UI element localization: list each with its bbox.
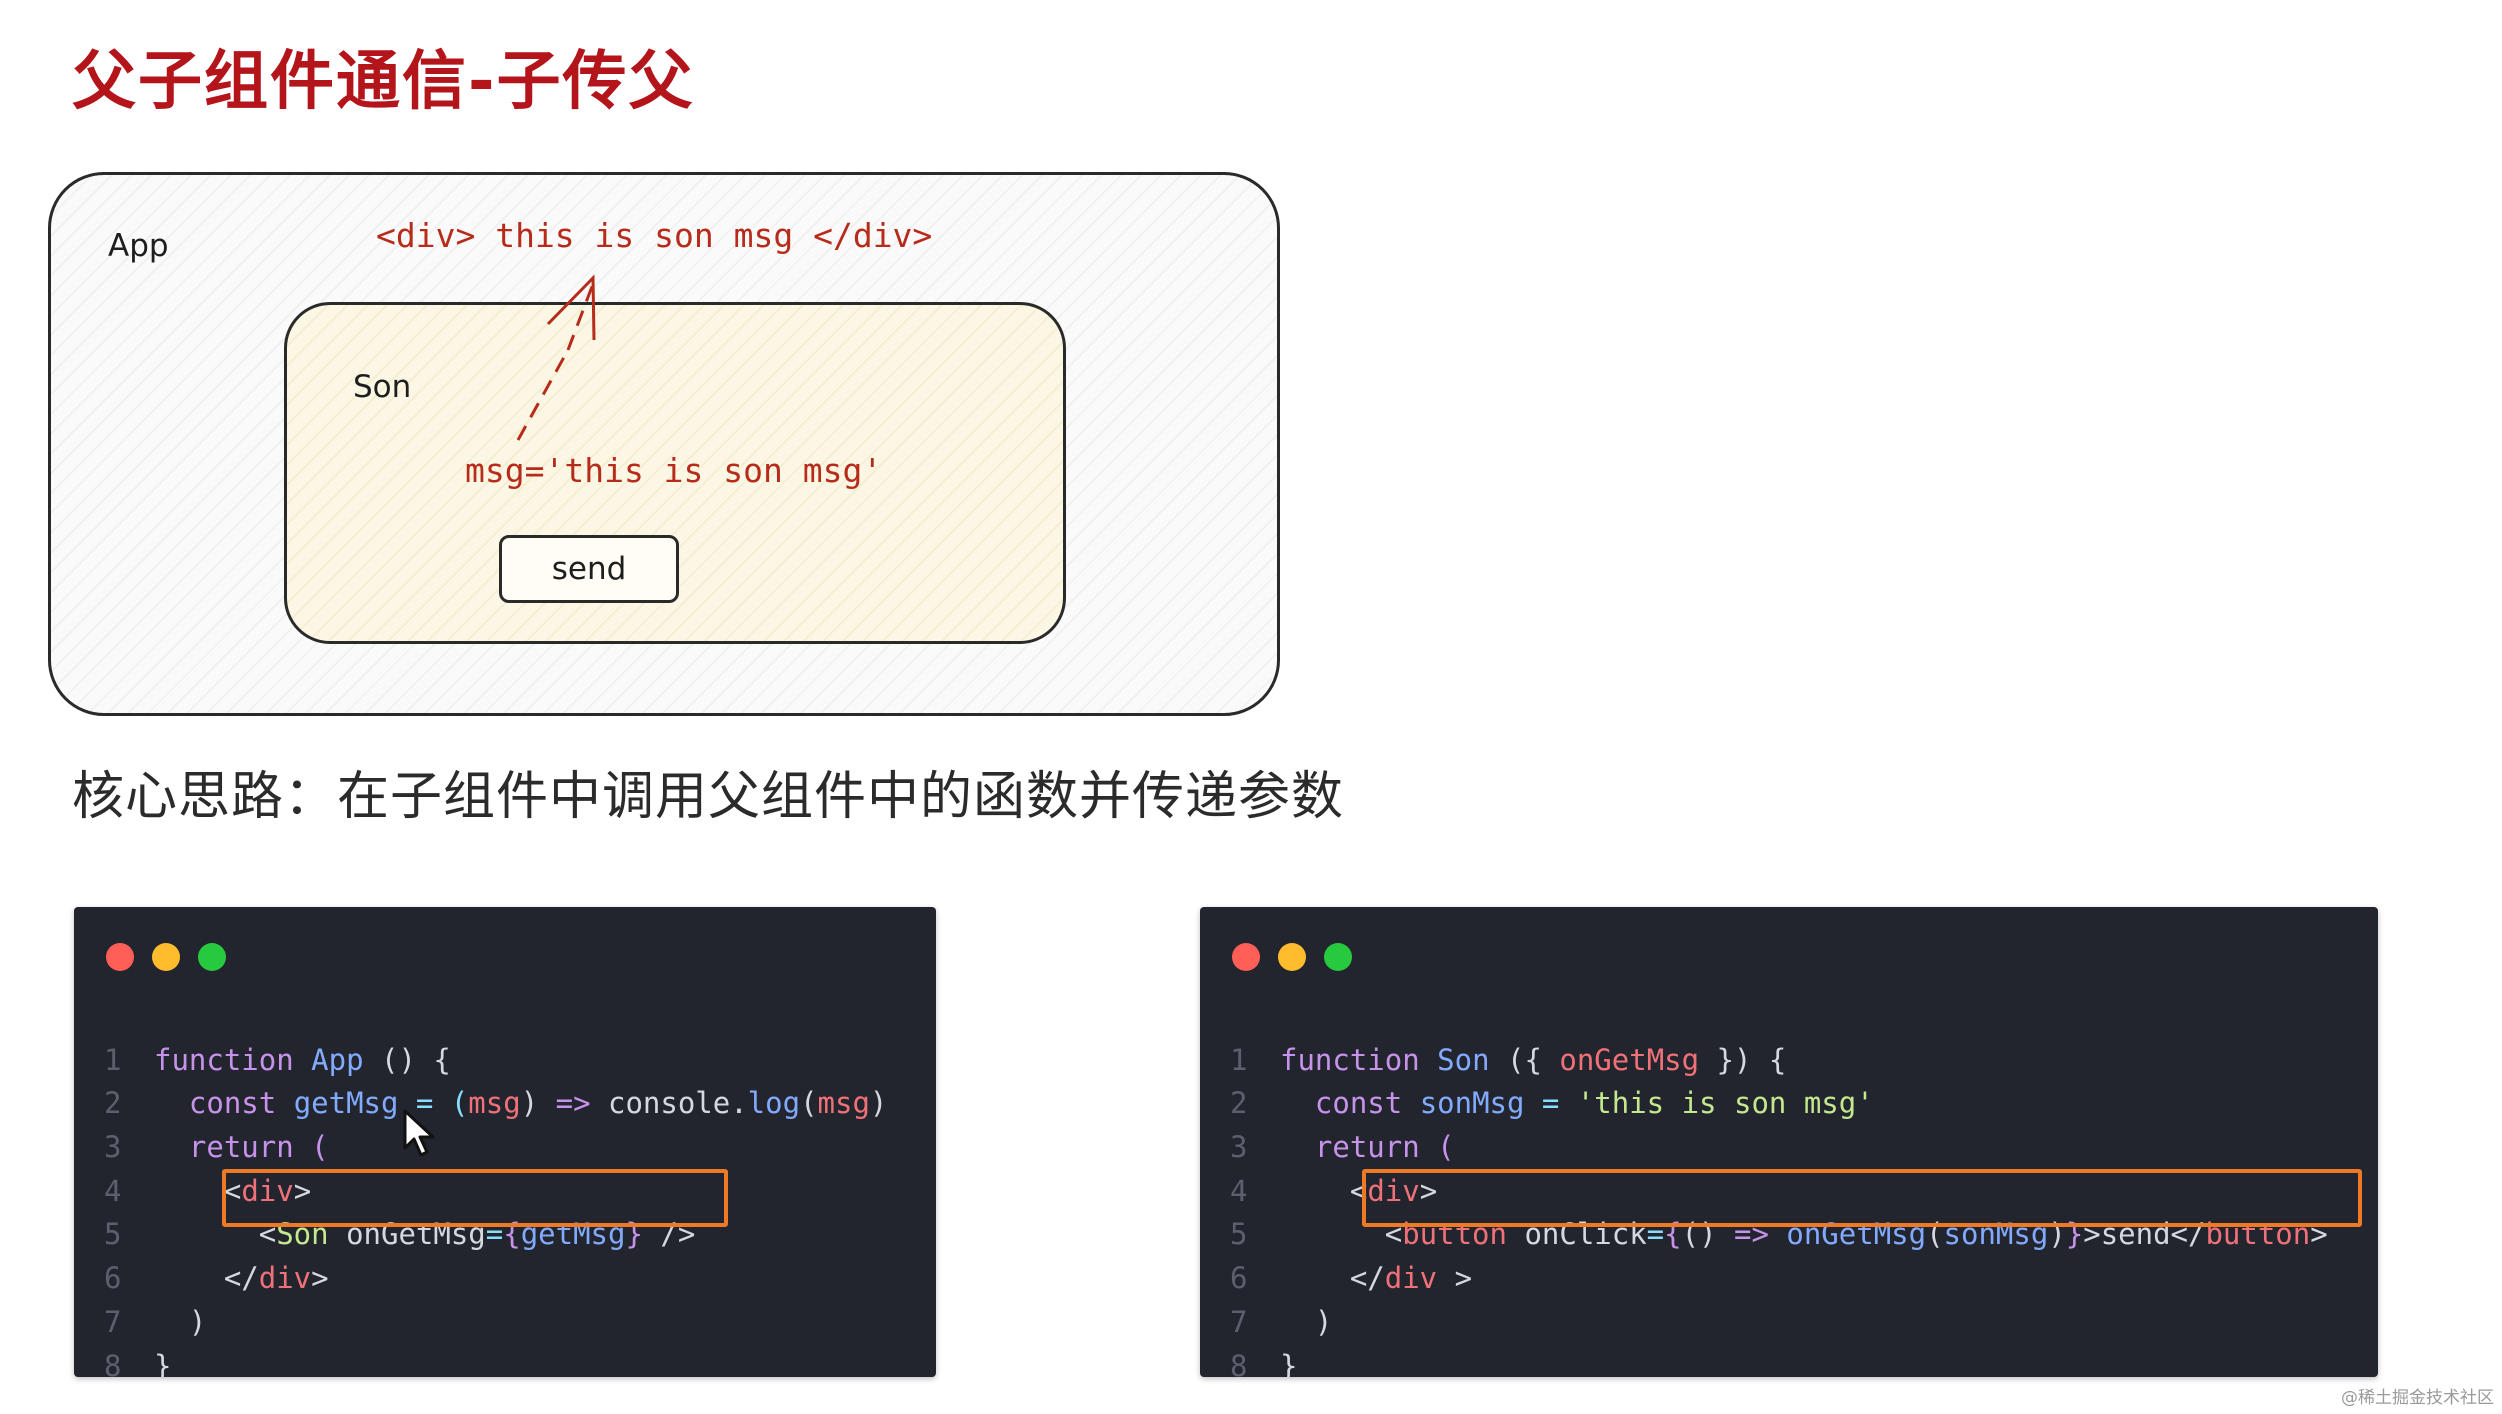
code-line: 5 <button onClick={() => onGetMsg(sonMsg… xyxy=(1230,1217,2328,1252)
code-line: 3 return ( xyxy=(104,1130,329,1165)
code-line: 6 </div > xyxy=(1230,1261,1473,1296)
minimize-dot-icon xyxy=(152,943,180,971)
son-label: Son xyxy=(353,369,412,405)
close-dot-icon xyxy=(106,943,134,971)
dashed-arrow-icon xyxy=(516,274,596,441)
mouse-pointer-icon xyxy=(403,1109,435,1157)
maximize-dot-icon xyxy=(1324,943,1352,971)
component-diagram: App <div> this is son msg </div> Son msg… xyxy=(48,172,1280,716)
code-line: 8} xyxy=(104,1348,172,1377)
code-line: 2 const sonMsg = 'this is son msg' xyxy=(1230,1086,1874,1121)
code-line: 4 <div> xyxy=(104,1173,312,1208)
page-title: 父子组件通信-子传父 xyxy=(72,45,695,119)
watermark: @稀土掘金技术社区 xyxy=(2341,1388,2494,1408)
code-line: 7 ) xyxy=(104,1304,207,1339)
send-button[interactable]: send xyxy=(499,535,679,603)
code-line: 2 const getMsg = (msg) => console.log(ms… xyxy=(104,1086,888,1121)
code-line: 5 <Son onGetMsg={getMsg} /> xyxy=(104,1217,696,1252)
window-controls xyxy=(106,943,226,971)
window-controls xyxy=(1232,943,1352,971)
code-line: 8} xyxy=(1230,1348,1298,1377)
app-label: App xyxy=(108,228,169,264)
div-message-output: <div> this is son msg </div> xyxy=(376,216,933,255)
code-line: 3 return ( xyxy=(1230,1130,1455,1165)
son-component-box: Son msg='this is son msg' send xyxy=(284,302,1066,644)
close-dot-icon xyxy=(1232,943,1260,971)
code-line: 7 ) xyxy=(1230,1304,1333,1339)
minimize-dot-icon xyxy=(1278,943,1306,971)
code-line: 4 <div> xyxy=(1230,1173,1438,1208)
core-idea-text: 核心思路：在子组件中调用父组件中的函数并传递参数 xyxy=(72,767,1345,827)
code-line: 6 </div> xyxy=(104,1261,329,1296)
son-msg-value: msg='this is son msg' xyxy=(465,451,883,490)
maximize-dot-icon xyxy=(198,943,226,971)
